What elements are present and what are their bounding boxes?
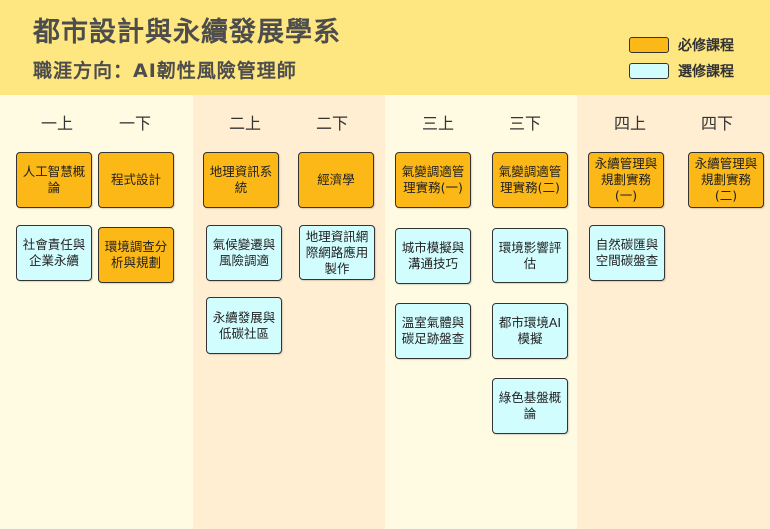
course-card-required[interactable]: 人工智慧概論: [16, 152, 92, 208]
course-card-required[interactable]: 環境調查分析與規劃: [98, 227, 174, 283]
course-card-elective[interactable]: 氣候變遷與風險調適: [206, 225, 282, 281]
legend-required-label: 必修課程: [678, 38, 734, 54]
course-card-elective[interactable]: 綠色基盤概論: [492, 378, 568, 434]
legend-elective: 選修課程: [629, 61, 734, 81]
course-card-required[interactable]: 永續管理與規劃實務(一): [588, 152, 664, 208]
course-card-required[interactable]: 氣變調適管理實務(一): [395, 152, 471, 208]
header-banner: 都市設計與永續發展學系 職涯方向：AI韌性風險管理師 必修課程 選修課程: [0, 0, 770, 95]
course-card-required[interactable]: 程式設計: [98, 152, 174, 208]
course-card-elective[interactable]: 都市環境AI模擬: [492, 303, 568, 359]
semester-label-2-1: 二上: [228, 114, 261, 133]
course-card-elective[interactable]: 環境影響評估: [492, 228, 568, 283]
semester-label-3-2: 三下: [508, 114, 541, 133]
course-card-elective[interactable]: 城市模擬與溝通技巧: [395, 228, 471, 284]
semester-label-4-1: 四上: [613, 114, 646, 133]
legend-required-swatch: [629, 37, 669, 53]
semester-label-3-1: 三上: [421, 114, 454, 133]
course-card-required[interactable]: 氣變調適管理實務(二): [492, 152, 568, 208]
semester-label-1-2: 一下: [118, 114, 151, 133]
course-card-elective[interactable]: 溫室氣體與碳足跡盤查: [395, 303, 471, 359]
course-card-elective[interactable]: 地理資訊網際網路應用製作: [299, 225, 375, 280]
legend-elective-label: 選修課程: [678, 64, 734, 80]
page-subtitle: 職涯方向：AI韌性風險管理師: [33, 60, 297, 82]
course-card-elective[interactable]: 社會責任與企業永續: [16, 225, 92, 281]
legend-elective-swatch: [629, 63, 669, 79]
semester-label-2-2: 二下: [315, 114, 348, 133]
page-title: 都市設計與永續發展學系: [33, 17, 341, 48]
course-card-elective[interactable]: 自然碳匯與空間碳盤查: [589, 225, 665, 281]
legend-required: 必修課程: [629, 35, 734, 55]
semester-label-1-1: 一上: [40, 114, 73, 133]
course-card-elective[interactable]: 永續發展與低碳社區: [206, 297, 282, 354]
course-card-required[interactable]: 經濟學: [298, 152, 374, 208]
semester-label-4-2: 四下: [700, 114, 733, 133]
course-card-required[interactable]: 永續管理與規劃實務(二): [688, 152, 764, 208]
course-card-required[interactable]: 地理資訊系統: [203, 152, 279, 208]
